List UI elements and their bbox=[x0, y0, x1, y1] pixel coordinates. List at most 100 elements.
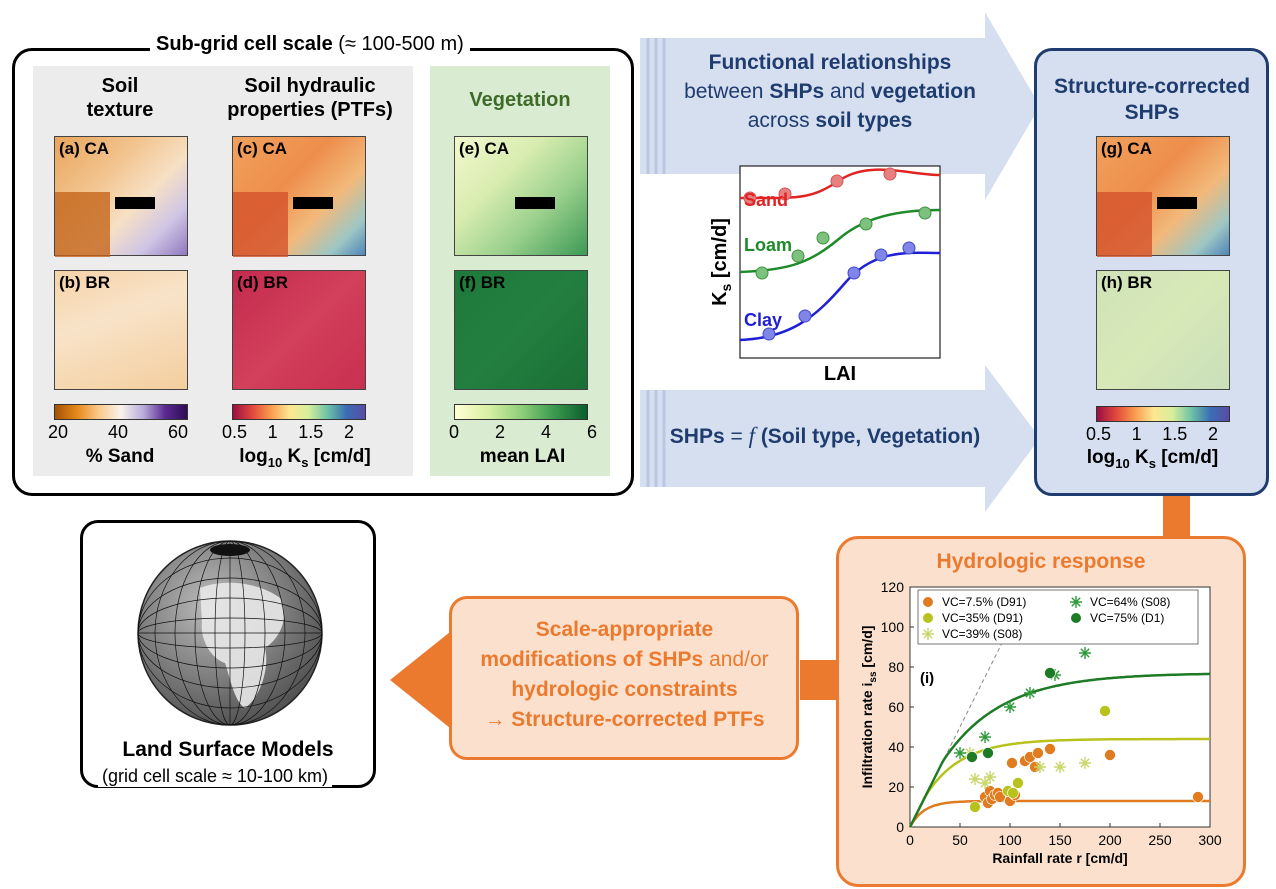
data-point bbox=[1012, 777, 1024, 789]
colorbar-ks bbox=[232, 404, 366, 420]
colorbar-ks-corrected-label: log10 Ks [cm/d] bbox=[1086, 447, 1219, 471]
legend-label: VC=39% (S08) bbox=[942, 627, 1022, 641]
clay-point bbox=[798, 309, 812, 323]
y-tick-label: 60 bbox=[888, 699, 904, 715]
sand-label: Sand bbox=[744, 190, 788, 210]
clay-point bbox=[847, 266, 861, 280]
data-point-star bbox=[1079, 647, 1091, 659]
colorbar-lai-label: mean LAI bbox=[479, 446, 566, 467]
map-e: (e) CA bbox=[454, 136, 588, 256]
sand-point bbox=[883, 167, 897, 181]
sand-point bbox=[778, 187, 792, 201]
map-a: (a) CA bbox=[54, 136, 188, 257]
legend-label: VC=75% (D1) bbox=[1090, 611, 1164, 625]
fit-curve bbox=[908, 799, 1210, 828]
data-point-star bbox=[1034, 761, 1046, 773]
data-point bbox=[1104, 749, 1116, 761]
loam-point bbox=[791, 249, 805, 263]
x-tick-label: 100 bbox=[998, 832, 1022, 848]
x-tick-label: 150 bbox=[1048, 832, 1072, 848]
x-axis-label: Rainfall rate r [cm/d] bbox=[992, 850, 1127, 866]
colorbar-sand bbox=[54, 404, 188, 420]
map-f: (f) BR bbox=[454, 270, 588, 390]
data-point-star bbox=[1079, 757, 1091, 769]
data-point-star bbox=[1004, 701, 1016, 713]
data-point bbox=[1192, 791, 1204, 803]
data-point bbox=[1044, 743, 1056, 755]
data-point-star bbox=[979, 731, 991, 743]
y-tick-label: 20 bbox=[888, 779, 904, 795]
fit-curve bbox=[908, 737, 1210, 828]
globe-icon bbox=[137, 540, 323, 726]
data-point-star bbox=[1054, 761, 1066, 773]
scale-box bbox=[449, 596, 799, 760]
colorbar-sand-label: % Sand bbox=[85, 446, 155, 467]
inset-ylabel: Ks [cm/d] bbox=[709, 218, 734, 306]
data-point-star bbox=[1024, 687, 1036, 699]
data-point-star bbox=[1070, 596, 1082, 608]
arrow-shps bbox=[640, 365, 1040, 512]
legend-label: VC=7.5% (D91) bbox=[942, 595, 1026, 609]
data-point bbox=[969, 801, 981, 813]
map-c: (c) CA bbox=[232, 136, 366, 257]
data-point bbox=[1044, 667, 1056, 679]
y-tick-label: 100 bbox=[881, 619, 905, 635]
data-point bbox=[966, 751, 978, 763]
lsm-subtitle: (grid cell scale ≈ 10-100 km) bbox=[98, 766, 332, 787]
map-g: (g) CA bbox=[1096, 136, 1230, 257]
clay-label: Clay bbox=[744, 310, 782, 330]
legend-marker bbox=[923, 597, 933, 607]
y-tick-label: 80 bbox=[888, 659, 904, 675]
legend-box bbox=[917, 589, 1199, 645]
arrow-to-lsm bbox=[390, 628, 455, 732]
map-h: (h) BR bbox=[1096, 270, 1230, 390]
data-point-star bbox=[984, 771, 996, 783]
legend-marker bbox=[1071, 613, 1081, 623]
sand-point bbox=[830, 174, 844, 188]
hydrologic-title: Hydrologic response bbox=[936, 550, 1146, 573]
arrow-functional bbox=[640, 12, 1040, 200]
loam-label: Loam bbox=[744, 235, 792, 255]
map-d: (d) BR bbox=[232, 270, 366, 390]
y-tick-label: 40 bbox=[888, 739, 904, 755]
data-point bbox=[982, 747, 994, 759]
data-point bbox=[1099, 705, 1111, 717]
sand-point bbox=[743, 191, 757, 205]
data-point-star bbox=[954, 747, 966, 759]
subgrid-title: Sub-grid cell scale (≈ 100-500 m) bbox=[150, 33, 470, 56]
data-point-star bbox=[969, 773, 981, 785]
legend-label: VC=35% (D91) bbox=[942, 611, 1023, 625]
loam-point bbox=[918, 206, 932, 220]
inset-ks-lai: Sand Loam Clay LAI Ks [cm/d] bbox=[709, 165, 941, 385]
legend-marker bbox=[923, 613, 933, 623]
fit-curve bbox=[908, 672, 1211, 828]
data-point-star bbox=[922, 628, 934, 640]
clay-point bbox=[874, 248, 888, 262]
clay-point bbox=[902, 241, 916, 255]
vegetation-header: Vegetation bbox=[469, 89, 571, 111]
scale-text: Scale-appropriate modifications of SHPs … bbox=[480, 618, 769, 731]
loam-point bbox=[859, 217, 873, 231]
x-tick-label: 50 bbox=[952, 832, 968, 848]
inset-xlabel: LAI bbox=[824, 363, 856, 385]
x-tick-label: 200 bbox=[1098, 832, 1122, 848]
loam-curve bbox=[739, 208, 941, 274]
x-tick-label: 300 bbox=[1198, 832, 1222, 848]
x-tick-label: 0 bbox=[906, 832, 914, 848]
data-point-star bbox=[979, 777, 991, 789]
panel-label: (i) bbox=[920, 670, 934, 687]
colorbar-lai bbox=[454, 404, 588, 420]
clay-point bbox=[762, 327, 776, 341]
colorbar-ks-label: log10 Ks [cm/d] bbox=[239, 446, 371, 470]
equation-text: SHPs = f (Soil type, Vegetation) bbox=[669, 423, 981, 448]
y-tick-label: 120 bbox=[881, 579, 905, 595]
